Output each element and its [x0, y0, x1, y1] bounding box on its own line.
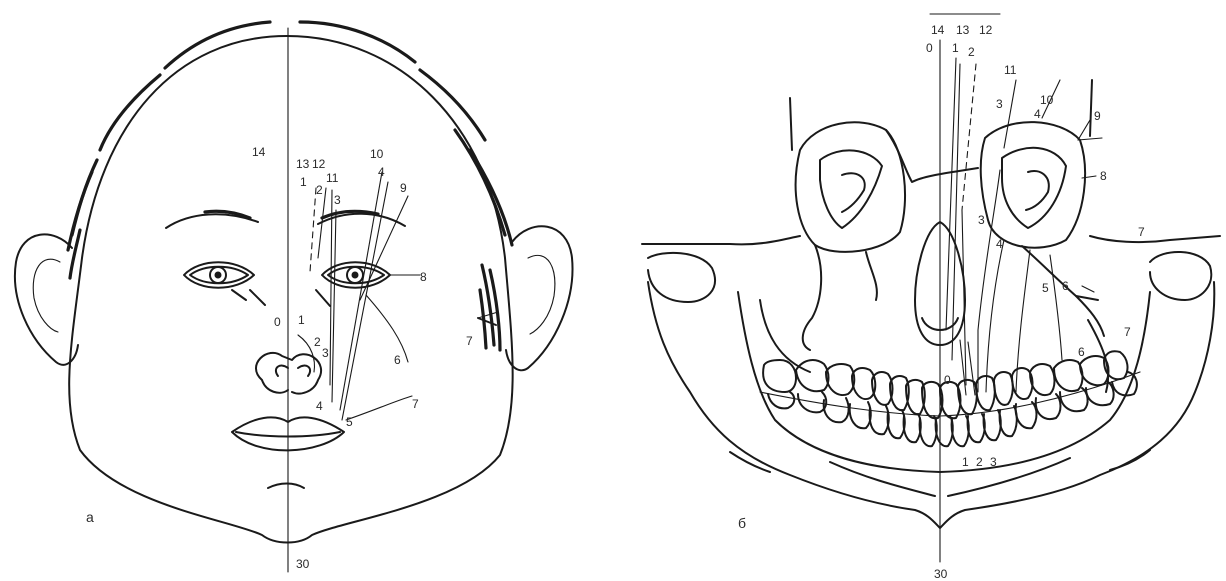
label-b-9: 9	[1094, 109, 1101, 123]
label-b-0: 0	[944, 373, 951, 387]
label-b-4-top: 4	[1034, 107, 1041, 121]
label-b-1: 1	[962, 455, 969, 469]
label-a-7: 7	[412, 397, 419, 411]
label-b-2-top: 2	[968, 45, 975, 59]
left-ear	[15, 234, 78, 364]
left-ear-inner	[33, 259, 60, 332]
frontal-bridge	[886, 130, 978, 182]
label-a-30: 30	[296, 557, 310, 571]
label-b-6: 6	[1078, 345, 1085, 359]
label-a-9: 9	[400, 181, 407, 195]
label-a-4: 4	[316, 399, 323, 413]
label-a-7-cheek: 7	[466, 334, 473, 348]
mandible-outline	[648, 282, 1214, 528]
label-a-2-top: 2	[316, 183, 323, 197]
left-eye	[184, 262, 265, 305]
label-a-1-top: 1	[300, 175, 307, 189]
label-b-3: 3	[978, 213, 985, 227]
label-b-2: 2	[976, 455, 983, 469]
left-orbit	[796, 122, 905, 252]
zygomatic-right	[1090, 236, 1220, 242]
label-b-30: 30	[934, 567, 948, 581]
maxilla-lines	[760, 245, 1108, 392]
label-b-6-top: 6	[1062, 279, 1069, 293]
label-b-8: 8	[1100, 169, 1107, 183]
label-a-10: 10	[370, 147, 384, 161]
nose-nostrils	[276, 366, 310, 376]
right-orbit	[981, 122, 1085, 248]
label-b-12: 12	[979, 23, 993, 37]
label-b-10: 10	[1040, 93, 1054, 107]
label-a-12: 12	[312, 157, 326, 171]
label-b-7-top: 7	[1138, 225, 1145, 239]
right-ear	[506, 226, 572, 370]
skull-left-side	[790, 98, 792, 150]
right-eye	[316, 262, 390, 306]
label-a-13: 13	[296, 157, 310, 171]
label-b-14: 14	[931, 23, 945, 37]
label-a-2: 2	[314, 335, 321, 349]
zygomatic-left	[642, 236, 800, 244]
label-b-3-top: 3	[996, 97, 1003, 111]
labels-a: 14 13 12 11 10 9 8 7 7 6 5 4 4 3 3 2 2 1…	[86, 145, 473, 571]
label-a-11: 11	[326, 171, 339, 185]
label-a-6: 6	[394, 353, 401, 367]
chin-mark	[268, 484, 304, 489]
label-b-1-top: 1	[952, 41, 959, 55]
label-b-11: 11	[1004, 63, 1017, 77]
label-a-0: 0	[274, 315, 281, 329]
skull-right-side	[1090, 80, 1092, 136]
label-b-13: 13	[956, 23, 970, 37]
right-condyle	[1150, 252, 1211, 300]
panel-a-letter: а	[86, 509, 94, 525]
label-a-5: 5	[346, 415, 353, 429]
right-ear-inner	[528, 255, 555, 334]
panel-a-face: 14 13 12 11 10 9 8 7 7 6 5 4 4 3 3 2 2 1…	[15, 22, 573, 572]
label-a-3: 3	[322, 346, 329, 360]
panel-b-letter: б	[738, 515, 746, 531]
label-a-1: 1	[298, 313, 305, 327]
hair-strokes-left	[68, 22, 270, 278]
label-a-14: 14	[252, 145, 266, 159]
label-a-3-top: 3	[334, 193, 341, 207]
label-b-4: 4	[996, 237, 1003, 251]
label-b-7: 7	[1124, 325, 1131, 339]
label-b-3-bottom: 3	[990, 455, 997, 469]
label-a-4-top: 4	[378, 165, 385, 179]
label-b-0-top: 0	[926, 41, 933, 55]
panel-b-skull: 14 13 12 0 1 2 11 10 9 8 7 7 6 6 5 4 4 3…	[642, 14, 1220, 581]
labels-b: 14 13 12 0 1 2 11 10 9 8 7 7 6 6 5 4 4 3…	[738, 23, 1145, 581]
construction-lines-a	[298, 172, 498, 420]
left-condyle	[648, 253, 715, 302]
head-outline	[69, 36, 512, 543]
label-a-8: 8	[420, 270, 427, 284]
label-b-5: 5	[1042, 281, 1049, 295]
